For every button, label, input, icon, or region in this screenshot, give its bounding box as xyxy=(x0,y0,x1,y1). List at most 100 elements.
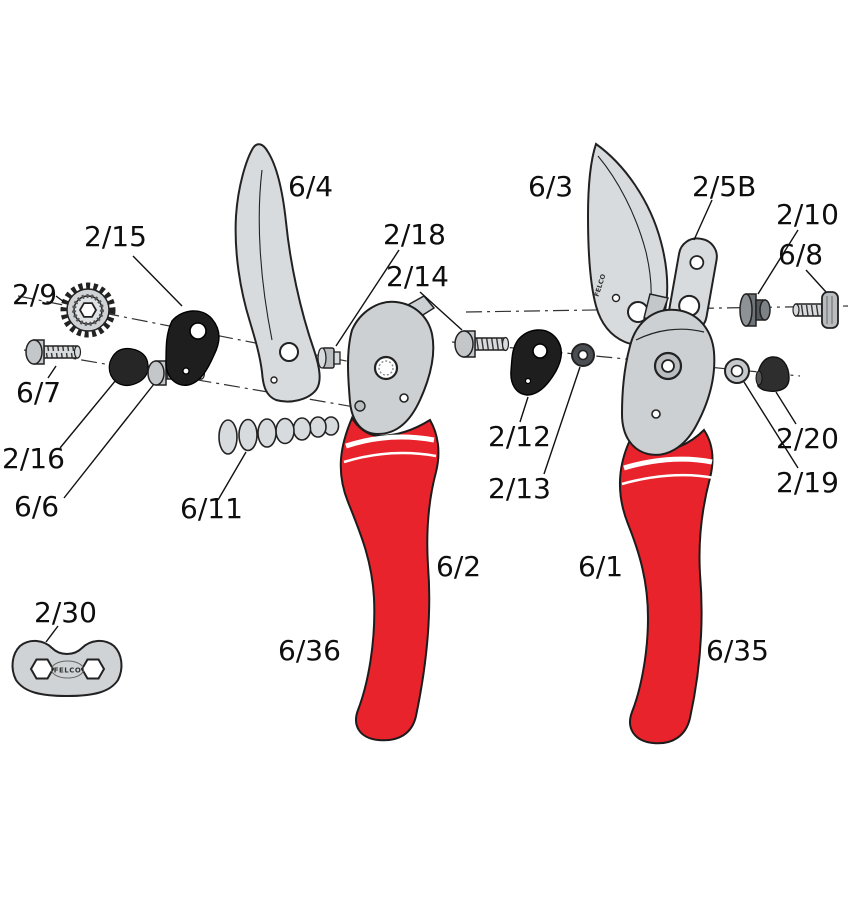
handle-6-1 xyxy=(619,293,716,745)
part-label-6-8: 6/8 xyxy=(778,238,823,271)
grip-gloss-stripe xyxy=(623,456,713,471)
hex-cutout xyxy=(29,658,55,680)
blade-body xyxy=(586,142,669,346)
spring-coil xyxy=(238,418,258,452)
counter-blade-bevel xyxy=(258,169,273,341)
segment-serration xyxy=(112,353,142,383)
leader-2-18 xyxy=(335,249,400,347)
washer-2-13 xyxy=(571,343,595,367)
part-label-2-12: 2/12 xyxy=(488,420,551,453)
leader-2-9 xyxy=(55,295,65,303)
grip-gloss-stripe-thin xyxy=(343,451,437,464)
part-label-2-16: 2/16 xyxy=(2,442,65,475)
counter-blade-body xyxy=(234,143,321,403)
cam-hole xyxy=(532,343,548,359)
washer-hole xyxy=(577,349,589,361)
part-labels: 6/4 2/15 2/9 2/18 2/14 6/7 2/16 6/6 6/11… xyxy=(2,170,839,667)
bolt-tip xyxy=(501,336,510,352)
part-label-2-20: 2/20 xyxy=(776,422,839,455)
cam-body xyxy=(510,329,562,396)
part-label-6-36: 6/36 xyxy=(278,634,341,667)
part-label-6-3: 6/3 xyxy=(528,170,573,203)
leader-2-15 xyxy=(132,255,183,307)
nut-step xyxy=(333,351,341,365)
spring-coil xyxy=(309,416,327,438)
pivot-hole xyxy=(279,342,299,362)
nut-face xyxy=(317,347,327,369)
bushing-barrel-face xyxy=(759,299,771,321)
part-label-6-4: 6/4 xyxy=(288,170,333,203)
wrench-body xyxy=(11,640,123,698)
screw-shank xyxy=(43,345,78,359)
blade-6-3: FELCO xyxy=(586,142,669,346)
pivot-thread xyxy=(378,360,394,376)
cam-body xyxy=(165,310,220,386)
leader-6-11 xyxy=(217,451,247,501)
screw-head xyxy=(147,360,165,386)
part-label-6-6: 6/6 xyxy=(14,490,59,523)
spring-coil xyxy=(292,417,312,441)
pin-hole xyxy=(651,409,661,419)
part-label-6-35: 6/35 xyxy=(706,634,769,667)
sprocket-teeth xyxy=(60,282,116,338)
cam-hole xyxy=(189,322,207,340)
pin-hole xyxy=(399,393,409,403)
nut-2-18 xyxy=(317,347,341,369)
center-line-upper-right xyxy=(465,305,849,313)
cam-plate-2-12 xyxy=(510,329,562,396)
screw-head xyxy=(25,339,43,365)
pin-hole xyxy=(611,293,621,303)
part-label-2-15: 2/15 xyxy=(84,220,147,253)
handle-6-2 xyxy=(339,295,440,742)
part-label-2-13: 2/13 xyxy=(488,472,551,505)
washer-2-19 xyxy=(724,358,750,384)
hex-hole xyxy=(78,302,98,318)
leader-6-6 xyxy=(63,383,155,499)
leader-2-10 xyxy=(757,229,799,295)
grip-gloss-stripe xyxy=(345,434,435,449)
bolt-6-8 xyxy=(792,291,839,329)
spring-coil xyxy=(257,418,277,448)
bolt-shank xyxy=(474,337,506,351)
hex-cutout xyxy=(80,658,106,680)
adjustment-segment-2-16 xyxy=(108,347,149,387)
leader-2-13 xyxy=(543,366,581,475)
part-label-2-19: 2/19 xyxy=(776,466,839,499)
cap-nut-2-20 xyxy=(755,356,790,392)
part-label-6-2: 6/2 xyxy=(436,550,481,583)
bushing-2-10 xyxy=(739,293,771,327)
part-label-6-11: 6/11 xyxy=(180,492,243,525)
handle-grip-red xyxy=(339,415,440,742)
leader-6-8 xyxy=(805,269,827,293)
cam-pin-hole xyxy=(524,377,532,385)
leader-6-7 xyxy=(47,365,57,379)
leader-2-5B xyxy=(693,199,713,241)
cam-pin-hole xyxy=(182,367,190,375)
leader-2-20 xyxy=(775,391,797,425)
leader-2-16 xyxy=(59,379,117,449)
handle-grip-red xyxy=(619,428,714,745)
part-label-2-5B: 2/5B xyxy=(692,170,756,203)
wrench-2-30: FELCO xyxy=(11,640,123,698)
pin-hole xyxy=(270,376,278,384)
part-label-6-1: 6/1 xyxy=(578,550,623,583)
bolt-tip xyxy=(792,303,800,317)
head-slot-line xyxy=(635,328,705,341)
pivot-hole xyxy=(661,359,675,373)
screw-tip xyxy=(73,345,82,359)
grip-gloss-stripe-thin xyxy=(621,473,715,486)
cap-base xyxy=(755,370,763,386)
part-label-2-10: 2/10 xyxy=(776,198,839,231)
sprocket-knurl-ticks xyxy=(72,294,104,326)
counter-blade-6-4 xyxy=(234,143,321,403)
plate-hole-small xyxy=(689,255,705,270)
part-label-2-18: 2/18 xyxy=(383,218,446,251)
leader-2-30 xyxy=(45,625,59,643)
bolt-shank xyxy=(795,303,823,317)
bushing-flange-face xyxy=(739,293,753,327)
part-label-2-9: 2/9 xyxy=(12,278,57,311)
leader-lines xyxy=(45,199,827,643)
leader-2-12 xyxy=(519,396,529,423)
